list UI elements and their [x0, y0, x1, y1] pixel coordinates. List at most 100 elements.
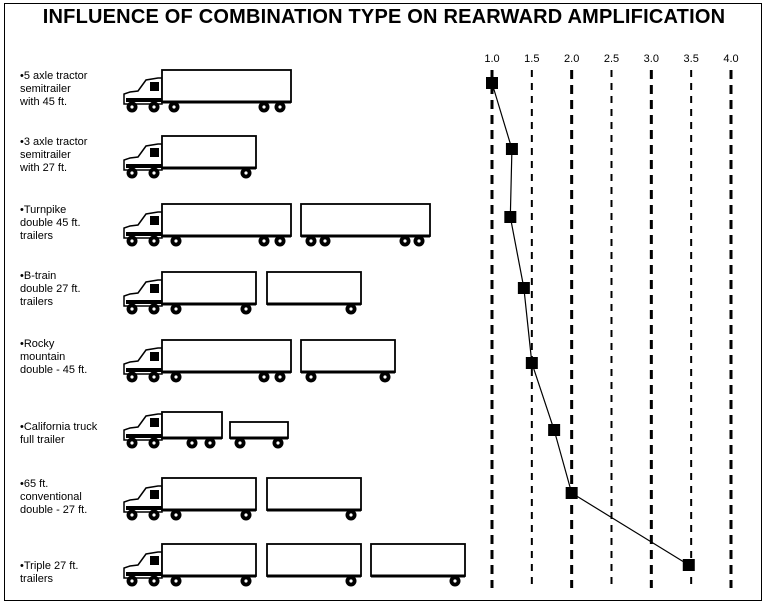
hub-icon — [130, 239, 134, 243]
combination-label: •Triple 27 ft. trailers — [20, 560, 79, 585]
hub-icon — [130, 375, 134, 379]
cab-window — [150, 216, 159, 225]
hub-icon — [152, 307, 156, 311]
tractor-chassis — [126, 300, 162, 304]
hub-icon — [152, 375, 156, 379]
hub-icon — [244, 171, 248, 175]
combination-label: •Turnpike double 45 ft. trailers — [20, 204, 81, 242]
hub-icon — [309, 375, 313, 379]
hub-icon — [238, 441, 242, 445]
hub-icon — [190, 441, 194, 445]
hub-icon — [244, 579, 248, 583]
data-point — [525, 357, 538, 369]
data-point — [565, 487, 578, 499]
hub-icon — [403, 239, 407, 243]
trailer-box — [161, 543, 257, 577]
trailer-box — [266, 271, 362, 305]
x-tick-label: 3.5 — [684, 53, 699, 65]
cab-window — [150, 352, 159, 361]
hub-icon — [174, 579, 178, 583]
hub-icon — [152, 171, 156, 175]
x-tick-label: 2.0 — [564, 53, 579, 65]
hub-icon — [262, 375, 266, 379]
hub-icon — [174, 307, 178, 311]
data-point — [504, 211, 517, 223]
trailer-box — [300, 339, 396, 373]
tractor-chassis — [126, 368, 162, 372]
trailer-box — [161, 477, 257, 511]
data-point — [548, 424, 561, 436]
combination-label: •65 ft. conventional double - 27 ft. — [20, 478, 88, 516]
hub-icon — [130, 513, 134, 517]
trailer-box — [161, 271, 257, 305]
combination-label: •B-train double 27 ft. trailers — [20, 270, 81, 308]
trailer-box — [266, 477, 362, 511]
trailer-box — [300, 203, 431, 237]
tractor-chassis — [126, 572, 162, 576]
trailer-box — [161, 203, 292, 237]
hub-icon — [453, 579, 457, 583]
tractor-chassis — [126, 434, 162, 438]
hub-icon — [383, 375, 387, 379]
hub-icon — [417, 239, 421, 243]
cab-window — [150, 556, 159, 565]
hub-icon — [152, 579, 156, 583]
tractor-chassis — [126, 232, 162, 236]
hub-icon — [276, 441, 280, 445]
hub-icon — [130, 579, 134, 583]
hub-icon — [323, 239, 327, 243]
combination-label: •3 axle tractor semitrailer with 27 ft. — [20, 136, 88, 174]
hub-icon — [152, 441, 156, 445]
hub-icon — [262, 239, 266, 243]
hub-icon — [152, 239, 156, 243]
combination-label: •California truck full trailer — [20, 421, 98, 446]
hub-icon — [278, 375, 282, 379]
hub-icon — [349, 513, 353, 517]
data-point — [486, 77, 498, 89]
hub-icon — [244, 513, 248, 517]
hub-icon — [262, 105, 266, 109]
x-tick-label: 1.5 — [524, 53, 539, 65]
x-tick-label: 2.5 — [604, 53, 619, 65]
chart-title: INFLUENCE OF COMBINATION TYPE ON REARWAR… — [42, 6, 726, 28]
trailer-box — [266, 543, 362, 577]
hub-icon — [349, 579, 353, 583]
tractor-chassis — [126, 506, 162, 510]
hub-icon — [172, 105, 176, 109]
cab-window — [150, 490, 159, 499]
hub-icon — [152, 105, 156, 109]
hub-icon — [309, 239, 313, 243]
hub-icon — [349, 307, 353, 311]
combination-label: •Rocky mountain double - 45 ft. — [20, 338, 88, 376]
trailer-box — [370, 543, 466, 577]
hub-icon — [130, 307, 134, 311]
tractor-chassis — [126, 164, 162, 168]
x-tick-label: 4.0 — [723, 53, 738, 65]
trailer-box — [161, 135, 257, 169]
hub-icon — [152, 513, 156, 517]
hub-icon — [174, 513, 178, 517]
hub-icon — [244, 307, 248, 311]
hub-icon — [208, 441, 212, 445]
x-tick-label: 1.0 — [484, 53, 499, 65]
trailer-box — [161, 339, 292, 373]
hub-icon — [130, 105, 134, 109]
cab-window — [150, 148, 159, 157]
cab-window — [150, 418, 159, 427]
x-tick-label: 3.0 — [644, 53, 659, 65]
hub-icon — [130, 441, 134, 445]
data-point — [505, 143, 518, 155]
hub-icon — [130, 171, 134, 175]
data-point — [682, 559, 695, 571]
cab-window — [150, 82, 159, 91]
data-point — [517, 282, 530, 294]
combination-label: •5 axle tractor semitrailer with 45 ft. — [20, 70, 88, 108]
hub-icon — [174, 239, 178, 243]
cab-window — [150, 284, 159, 293]
hub-icon — [278, 239, 282, 243]
hub-icon — [278, 105, 282, 109]
trailer-box — [161, 69, 292, 103]
tractor-chassis — [126, 98, 162, 102]
hub-icon — [174, 375, 178, 379]
